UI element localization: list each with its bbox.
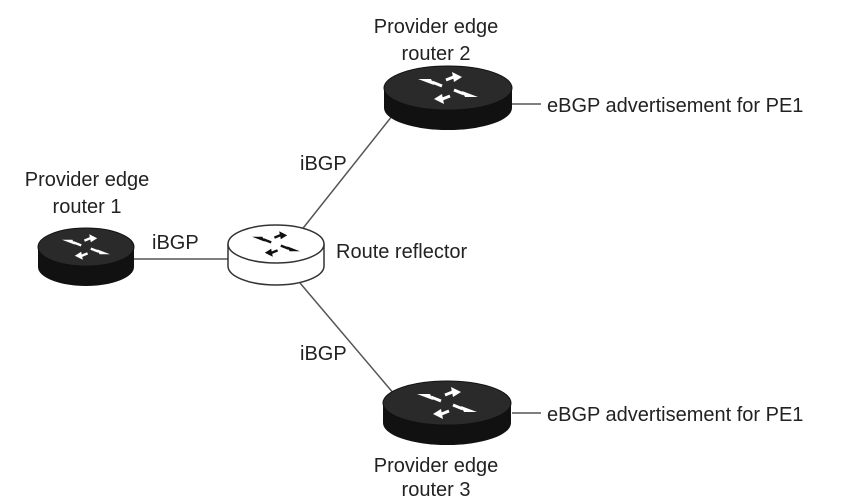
link-label-rr-pe3: iBGP: [300, 343, 347, 365]
pe2-label-line2: router 2: [402, 43, 471, 65]
pe1-label-line1: Provider edge: [25, 169, 150, 191]
route-reflector-label: Route reflector: [336, 241, 468, 263]
pe3-label-line2: router 3: [402, 479, 471, 499]
router-icon: [37, 227, 135, 286]
pe2-external-label: eBGP advertisement for PE1: [547, 95, 803, 117]
pe2-label-line1: Provider edge: [374, 16, 499, 38]
router-icon: [227, 224, 325, 286]
link-label-rr-pe2: iBGP: [300, 153, 347, 175]
links: [132, 103, 541, 414]
router-pe3: [382, 380, 512, 445]
pe1-label-line2: router 1: [53, 196, 122, 218]
link-label-pe1-rr: iBGP: [152, 232, 199, 254]
link-rr-pe3: [299, 282, 401, 402]
router-pe1: [37, 227, 135, 286]
pe3-label-line1: Provider edge: [374, 455, 499, 477]
router-route-reflector: [227, 224, 325, 286]
link-rr-pe2: [299, 105, 401, 233]
router-pe2: [383, 65, 513, 130]
pe3-external-label: eBGP advertisement for PE1: [547, 404, 803, 426]
router-icon: [382, 380, 512, 445]
router-icon: [383, 65, 513, 130]
